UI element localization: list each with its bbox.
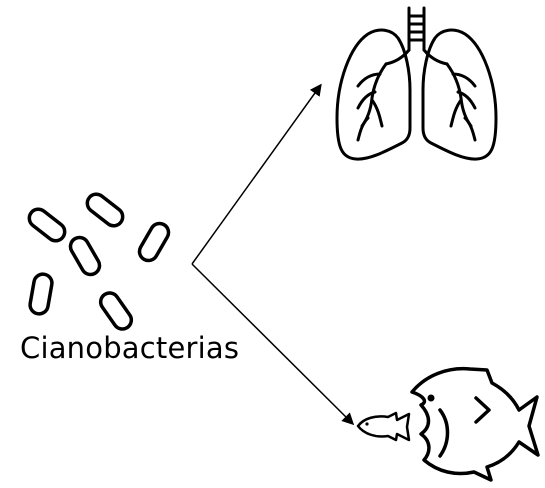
bacteria-cluster-icon — [26, 191, 172, 333]
arrows — [192, 86, 352, 423]
small-fish-icon — [358, 413, 409, 440]
lungs-icon — [337, 8, 496, 159]
arrow-to-lungs — [192, 86, 320, 264]
organism-label: Cianobacterias — [20, 334, 239, 363]
big-fish-icon — [412, 369, 538, 480]
